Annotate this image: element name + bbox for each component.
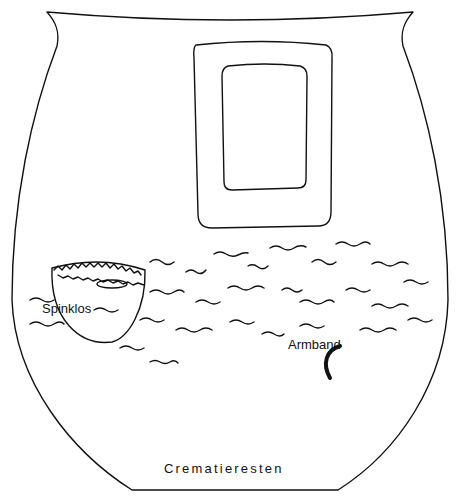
spindle-whorl-rim-lower [58,275,144,285]
spindle-whorl-hole [97,280,127,288]
urn-outline [12,12,448,490]
object-label: Armband [288,338,341,352]
urn-handle [194,42,332,229]
spindle-whorl-rim [54,263,141,275]
urn-handle-opening [222,64,307,190]
object-label: Spinklos [42,302,91,316]
cremation-remains [30,242,432,364]
contents-label: Crematieresten [164,462,284,476]
